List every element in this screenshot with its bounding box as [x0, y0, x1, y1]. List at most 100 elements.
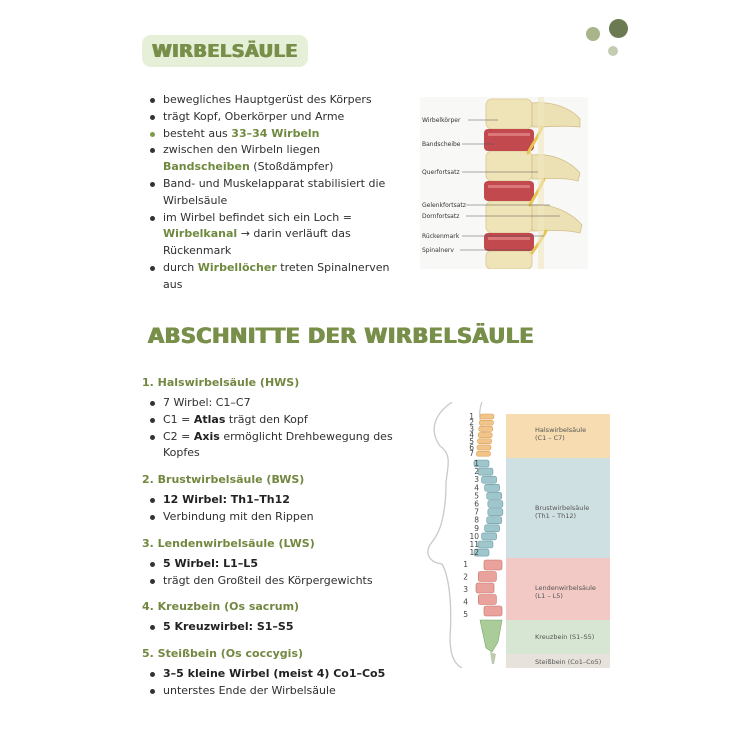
item-text: C2 =	[163, 429, 194, 443]
vertebra	[486, 492, 503, 500]
section-title: 2. Brustwirbelsäule (BWS)	[142, 473, 305, 487]
vertebra-label: Rückenmark	[422, 233, 460, 240]
item-text: 7 Wirbel: C1–C7	[163, 396, 251, 409]
zone-range: (C1 – C7)	[535, 434, 565, 442]
vertebra-number: 7	[469, 449, 474, 458]
bold-term: 12 Wirbel: Th1–Th12	[163, 493, 290, 507]
section-item: C1 = Atlas trägt den Kopf	[148, 412, 412, 429]
vertebra-number: 2	[469, 418, 474, 427]
item-text: C1 =	[163, 412, 194, 426]
highlight-term: Bandscheiben	[163, 160, 250, 174]
title-badge: WIRBELSÄULE	[142, 35, 308, 67]
section-heading: ABSCHNITTE DER WIRBELSÄULE	[148, 324, 534, 348]
vertebra-number: 8	[474, 516, 479, 525]
vertebra-label: Spinalnerv	[422, 247, 454, 254]
item-text: trägt den Kopf	[225, 412, 308, 426]
item-text: ermöglicht Drehbewegung des Kopfes	[163, 429, 393, 460]
vertebra-number: 3	[469, 424, 474, 433]
vertebra	[473, 459, 490, 468]
section-block: 3. Lendenwirbelsäule (LWS) 5 Wirbel: L1–L…	[142, 537, 412, 590]
section-list: 5 Wirbel: L1–L5 trägt den Großteil des Kö…	[142, 556, 412, 590]
section-title: 4. Kreuzbein (Os sacrum)	[142, 600, 300, 614]
zone-label: Kreuzbein (S1–S5)	[535, 633, 594, 641]
facts-list: bewegliches Hauptgerüst des Körpers trägt…	[148, 92, 408, 294]
coccyx	[490, 652, 496, 664]
sacrum	[479, 619, 503, 653]
section-item: C2 = Axis ermöglicht Drehbewegung des Ko…	[148, 429, 412, 463]
item-text: treten Spinalnerven aus	[163, 260, 390, 291]
vertebra	[477, 438, 492, 445]
section-list: 7 Wirbel: C1–C7 C1 = Atlas trägt den Kopf…	[142, 395, 412, 462]
item-text: durch	[163, 260, 198, 274]
highlight-term: Wirbelkanal	[163, 227, 238, 241]
decor-dot-light	[586, 27, 600, 41]
vertebra-number: 5	[469, 437, 474, 446]
section-item: unterstes Ende der Wirbelsäule	[148, 683, 412, 700]
intervertebral-discs	[484, 129, 534, 251]
fact-item: im Wirbel befindet sich ein Loch = Wirbe…	[148, 210, 408, 260]
vertebra	[478, 594, 497, 605]
vertebra-label: Querfortsatz	[422, 169, 460, 176]
vertebra-number: 1	[469, 412, 474, 421]
item-text: Verbindung mit den Rippen	[163, 509, 314, 523]
fact-item: zwischen den Wirbeln liegen Bandscheiben…	[148, 142, 408, 176]
vertebra-figure: WirbelkörperBandscheibeQuerfortsatzGelen…	[420, 97, 588, 269]
section-title: 5. Steißbein (Os coccygis)	[142, 647, 304, 661]
section-title: 3. Lendenwirbelsäule (LWS)	[142, 536, 315, 550]
vertebra-number: 3	[474, 475, 479, 484]
item-text: unterstes Ende der Wirbelsäule	[163, 683, 336, 697]
vertebra	[483, 605, 503, 617]
zone-coccyx	[506, 654, 610, 668]
vertebra	[486, 516, 503, 524]
highlight-term: Wirbellöcher	[197, 260, 277, 274]
item-text: Band- und Muskelapparat stabilisiert die…	[163, 176, 386, 207]
vertebra	[479, 413, 495, 420]
zone-sacrum	[506, 620, 610, 654]
bold-term: 5 Kreuzwirbel: S1–S5	[163, 620, 294, 634]
vertebra-number: 4	[463, 598, 468, 607]
zone-thoracic	[506, 458, 610, 558]
vertebra	[484, 484, 500, 492]
item-text: trägt den Großteil des Körpergewichts	[163, 573, 373, 587]
section-title: 1. Halswirbelsäule (HWS)	[142, 376, 300, 389]
section-block: 2. Brustwirbelsäule (BWS) 12 Wirbel: Th1–…	[142, 473, 412, 526]
item-text: trägt Kopf, Oberkörper und Arme	[163, 109, 345, 123]
vertebra-number: 12	[469, 548, 479, 557]
section-block: 4. Kreuzbein (Os sacrum) 5 Kreuzwirbel: S…	[142, 600, 412, 636]
vertebra	[481, 475, 497, 484]
item-text: besteht aus	[163, 126, 232, 140]
zone-lumbar	[506, 558, 610, 620]
bold-term: 5 Wirbel: L1–L5	[163, 556, 258, 570]
vertebra-number: 1	[474, 459, 479, 468]
vertebra-number: 3	[463, 585, 468, 594]
zone-range: (L1 – L5)	[535, 592, 563, 600]
vertebra-label: Wirbelkörper	[422, 117, 461, 124]
vertebra	[487, 500, 504, 508]
vertebra-label: Gelenkfortsatz	[422, 202, 466, 209]
vertebra	[483, 559, 503, 571]
item-text: → darin verläuft das Rückenmark	[163, 227, 351, 258]
item-text: bewegliches Hauptgerüst des Körpers	[163, 93, 372, 106]
vertebra-number: 4	[474, 483, 479, 492]
item-text: (Stoßdämpfer)	[249, 160, 334, 174]
vertebra-number: 1	[463, 560, 468, 569]
vertebra-number: 7	[474, 508, 479, 517]
section-item: Verbindung mit den Rippen	[148, 509, 412, 526]
vertebra	[476, 444, 492, 451]
vertebra	[487, 508, 504, 516]
fact-item: Band- und Muskelapparat stabilisiert die…	[148, 176, 408, 210]
vertebra	[481, 532, 497, 541]
vertebra-number: 10	[469, 532, 479, 541]
zone-range: (Th1 – Th12)	[535, 512, 576, 520]
section-item: trägt den Großteil des Körpergewichts	[148, 573, 412, 590]
vertebra	[475, 582, 495, 594]
vertebral-column	[473, 413, 504, 664]
vertebra	[479, 419, 494, 426]
vertebra	[476, 450, 491, 457]
vertebra	[484, 524, 500, 533]
